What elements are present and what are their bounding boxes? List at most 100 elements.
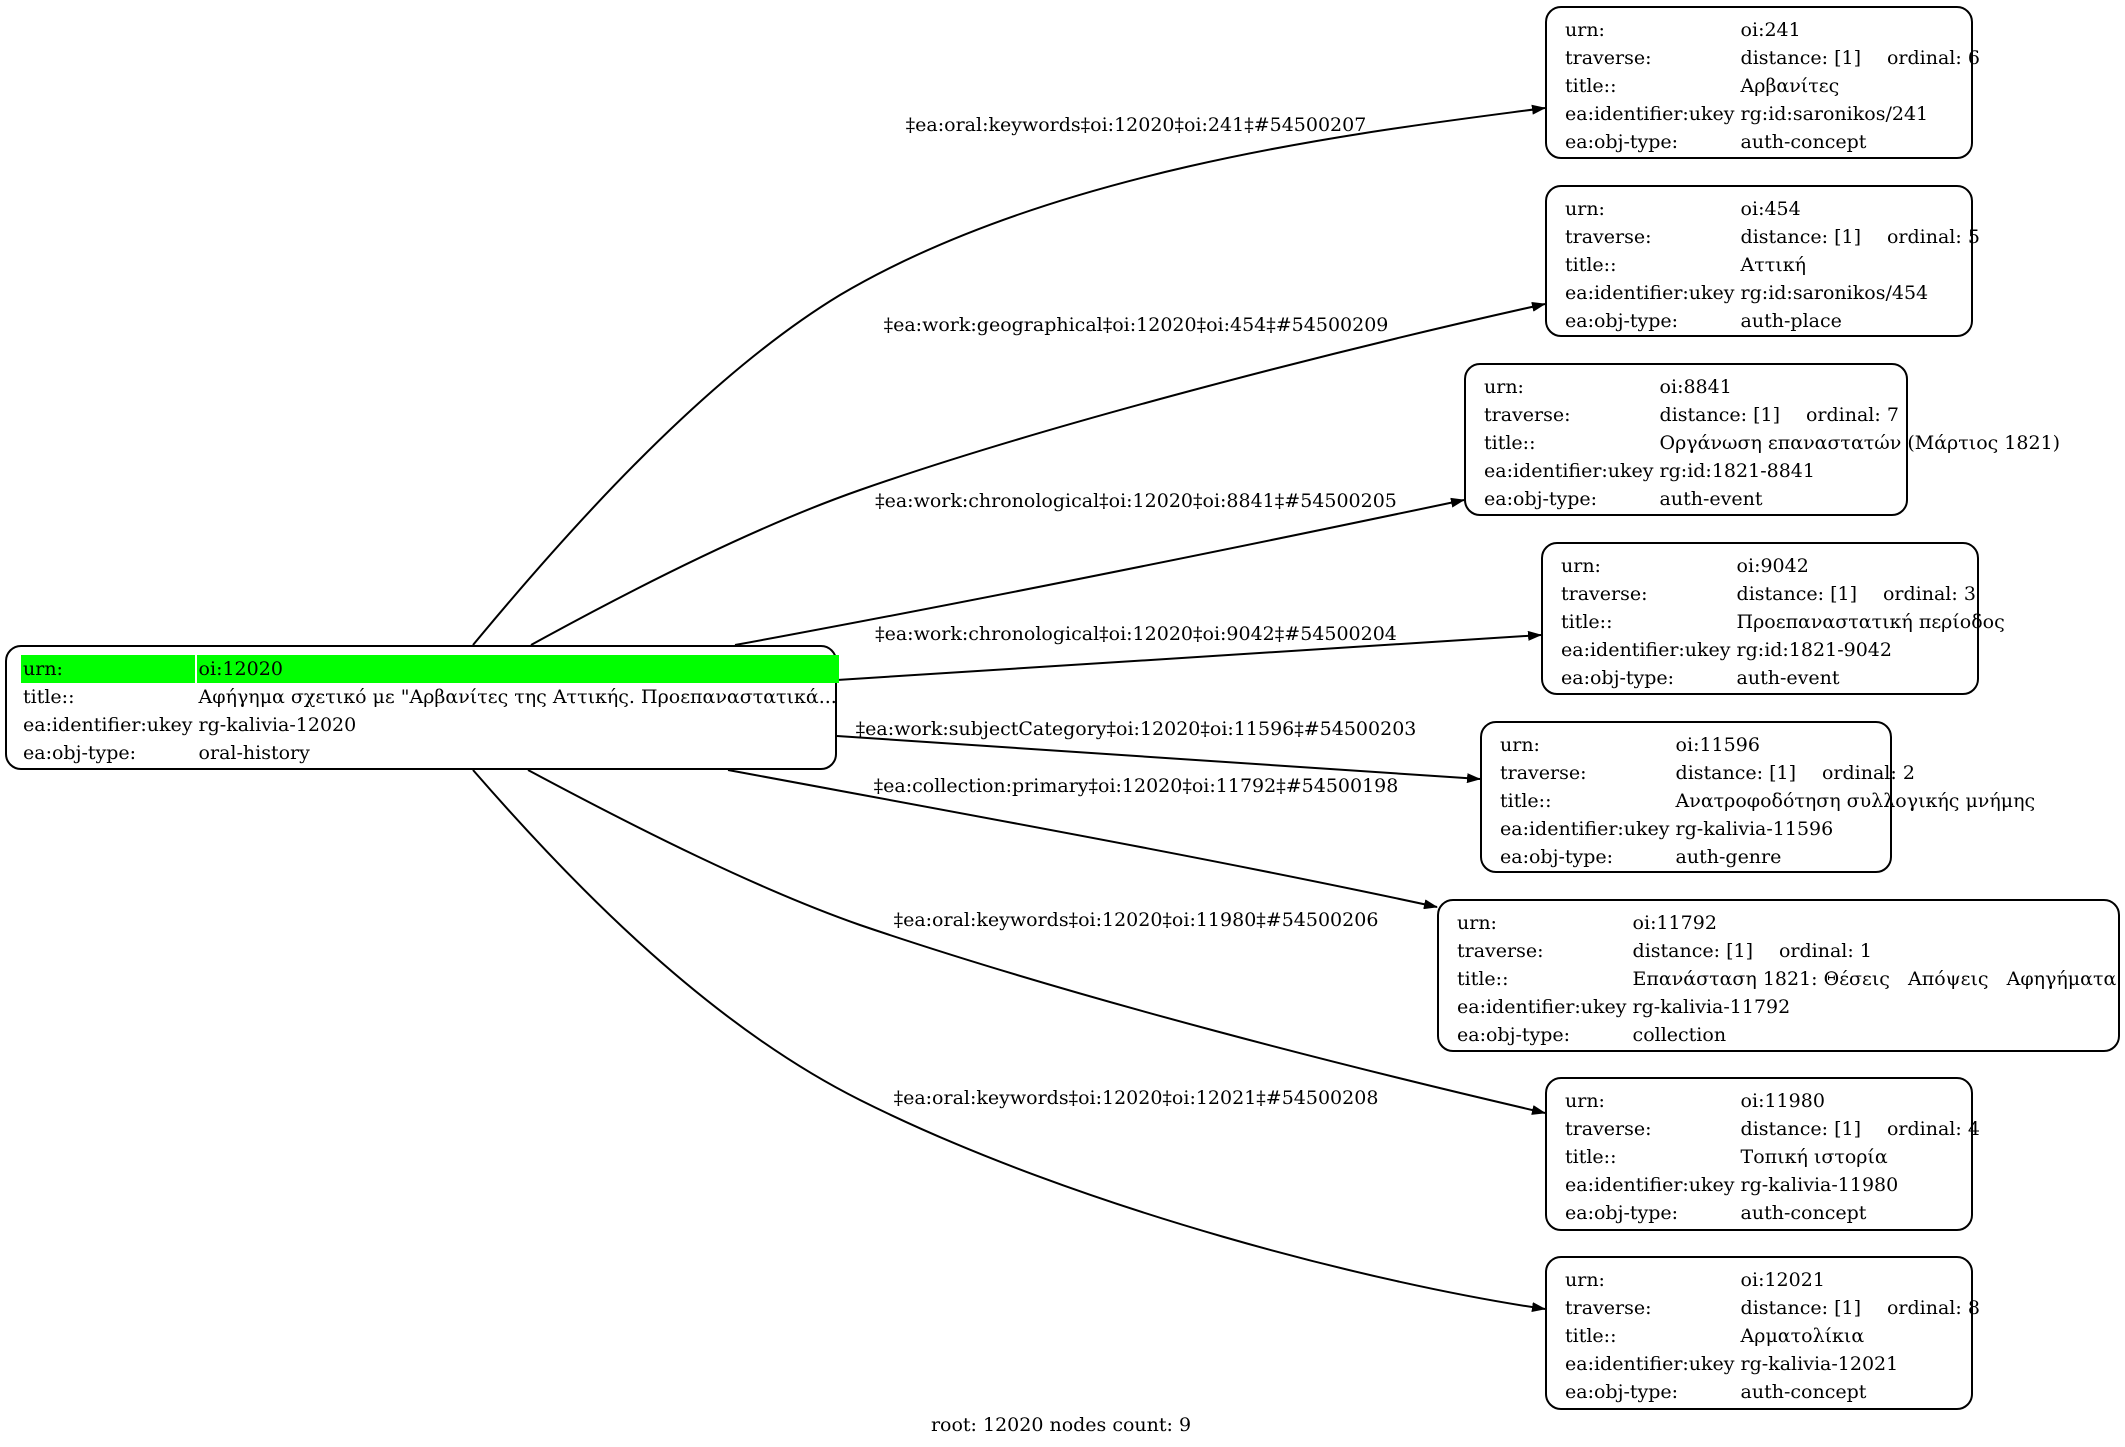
- traverse-key: traverse:: [1457, 940, 1544, 962]
- title-key: title::: [1565, 1146, 1617, 1168]
- node-oi-9042[interactable]: urn:oi:9042 traverse:distance: [1]ordina…: [1541, 542, 2005, 695]
- ordinal-value: ordinal: 3: [1882, 583, 1976, 605]
- row-title: title::Αττική: [1563, 251, 1982, 279]
- urn-value: oi:9042: [1736, 555, 1809, 577]
- distance-value: distance: [1]: [1740, 1297, 1861, 1319]
- urn-value: oi:241: [1740, 19, 1801, 41]
- traverse-value: distance: [1]ordinal: 5: [1739, 223, 1982, 251]
- edge-11792: [727, 769, 1438, 910]
- ordinal-value: ordinal: 8: [1886, 1297, 1980, 1319]
- distance-value: distance: [1]: [1659, 404, 1780, 426]
- traverse-key: traverse:: [1500, 762, 1587, 784]
- ukey-key: ea:identifier:ukey: [1565, 282, 1735, 304]
- distance-value: distance: [1]: [1632, 940, 1753, 962]
- traverse-value: distance: [1] ordinal: 8: [1739, 1294, 1982, 1322]
- graph-footer: root: 12020 nodes count: 9: [930, 1414, 1192, 1436]
- root-ukey-value: rg-kalivia-12020: [198, 714, 357, 736]
- urn-value: oi:11596: [1675, 734, 1760, 756]
- edge-label-11792: ‡ea:collection:primary‡oi:12020‡oi:11792…: [873, 775, 1399, 797]
- ukey-value: rg:id:saronikos/454: [1740, 282, 1929, 304]
- ukey-value: rg:id:1821-9042: [1736, 639, 1892, 661]
- root-title-value: Αφήγημα σχετικό με "Αρβανίτες της Αττική…: [198, 686, 837, 708]
- row-type: ea:obj-type:auth-event: [1559, 664, 2007, 692]
- row-urn: urn:oi:11792: [1455, 909, 2118, 937]
- row-urn: urn:oi:11980: [1563, 1087, 1982, 1115]
- distance-value: distance: [1]: [1740, 47, 1861, 69]
- ordinal-value: ordinal: 6: [1886, 47, 1980, 69]
- row-type: ea:obj-type:auth-place: [1563, 307, 1982, 335]
- ukey-key: ea:identifier:ukey: [1565, 1353, 1735, 1375]
- row-type: ea:obj-type:auth-concept: [1563, 1378, 1982, 1406]
- ukey-value: rg:id:1821-8841: [1659, 460, 1815, 482]
- urn-key: urn:: [1484, 376, 1524, 398]
- traverse-key: traverse:: [1565, 1297, 1652, 1319]
- row-type: ea:obj-type:auth-concept: [1563, 1199, 1982, 1227]
- root-type-value: oral-history: [198, 742, 310, 764]
- node-table: urn: oi:8841 traverse: distance: [1] ordina…: [1480, 373, 2064, 513]
- row-title: title::Επανάσταση 1821: Θέσεις Απόψεις Α…: [1455, 965, 2118, 993]
- type-key: ea:obj-type:: [1500, 846, 1614, 868]
- urn-value: oi:11980: [1740, 1090, 1825, 1112]
- ordinal-value: ordinal: 1: [1778, 940, 1872, 962]
- row-traverse: traverse: distance: [1] ordinal: 7: [1482, 401, 2062, 429]
- type-key: ea:obj-type:: [1565, 310, 1679, 332]
- urn-value: oi:8841: [1659, 376, 1732, 398]
- row-traverse: traverse: distance: [1]ordinal: 5: [1563, 223, 1982, 251]
- urn-key: urn:: [1565, 19, 1605, 41]
- root-row-ukey: ea:identifier:ukey rg-kalivia-12020: [21, 711, 839, 739]
- title-value: Οργάνωση επαναστατών (Μάρτιος 1821): [1659, 432, 2061, 454]
- distance-value: distance: [1]: [1740, 226, 1861, 248]
- node-oi-11596[interactable]: urn:oi:11596 traverse: distance: [1]ordin…: [1480, 721, 2035, 873]
- title-key: title::: [1565, 1325, 1617, 1347]
- root-node-table: urn: oi:12020 title:: Αφήγημα σχετικό με…: [19, 655, 841, 767]
- ukey-value: rg-kalivia-12021: [1740, 1353, 1899, 1375]
- row-type: ea:obj-type:auth-concept: [1563, 128, 1982, 156]
- row-title: title::Τοπική ιστορία: [1563, 1143, 1982, 1171]
- distance-value: distance: [1]: [1675, 762, 1796, 784]
- row-title: title::Προεπαναστατική περίοδος: [1559, 608, 2007, 636]
- edge-241: [472, 104, 1546, 646]
- title-value: Αρματολίκια: [1740, 1325, 1865, 1347]
- distance-value: distance: [1]: [1736, 583, 1857, 605]
- traverse-key: traverse:: [1565, 226, 1652, 248]
- row-traverse: traverse: distance: [1]ordinal: 4: [1563, 1115, 1982, 1143]
- title-key: title::: [1561, 611, 1613, 633]
- title-value: Ανατροφοδότηση συλλογικής μνήμης: [1675, 790, 2036, 812]
- row-title: title::Αρβανίτες: [1563, 72, 1982, 100]
- row-urn: urn:oi:11596: [1498, 731, 2037, 759]
- ukey-value: rg-kalivia-11980: [1740, 1174, 1899, 1196]
- node-oi-12021[interactable]: urn:oi:12021 traverse:distance: [1]ordin…: [1545, 1256, 1980, 1410]
- ordinal-value: ordinal: 4: [1886, 1118, 1980, 1140]
- root-row-title: title:: Αφήγημα σχετικό με "Αρβανίτες τη…: [21, 683, 839, 711]
- node-oi-11792[interactable]: urn:oi:11792 traverse: distance: [1] ordin…: [1437, 899, 2120, 1052]
- edge-9042: [836, 630, 1542, 681]
- row-title: title::Οργάνωση επαναστατών (Μάρτιος 182…: [1482, 429, 2062, 457]
- node-oi-8841[interactable]: urn: oi:8841 traverse: distance: [1] ordina…: [1464, 363, 2060, 516]
- traverse-key: traverse:: [1565, 1118, 1652, 1140]
- title-key: title::: [1565, 254, 1617, 276]
- node-oi-11980[interactable]: urn:oi:11980 traverse: distance: [1]ordin…: [1545, 1077, 1980, 1231]
- traverse-value: distance: [1] ordinal: 1: [1631, 937, 2119, 965]
- type-value: auth-concept: [1740, 1381, 1867, 1403]
- node-table: urn:oi:11980 traverse: distance: [1]ordin…: [1561, 1087, 1984, 1227]
- node-oi-454[interactable]: urn:oi:454 traverse:distance: [1]ordinal…: [1545, 185, 1980, 337]
- edge-label-9042: ‡ea:work:chronological‡oi:12020‡oi:9042‡…: [875, 623, 1397, 645]
- type-value: auth-genre: [1675, 846, 1782, 868]
- row-traverse: traverse: distance: [1] ordinal: 1: [1455, 937, 2118, 965]
- node-table: urn:oi:11596 traverse: distance: [1]ordin…: [1496, 731, 2039, 871]
- type-value: auth-event: [1659, 488, 1763, 510]
- traverse-value: distance: [1]ordinal: 4: [1739, 1115, 1982, 1143]
- traverse-key: traverse:: [1565, 47, 1652, 69]
- traverse-key: traverse:: [1484, 404, 1571, 426]
- node-oi-241[interactable]: urn: oi:241 traverse: distance: [1] ordinal…: [1545, 6, 1980, 159]
- root-node[interactable]: urn: oi:12020 title:: Αφήγημα σχετικό με…: [5, 645, 839, 770]
- traverse-key: traverse:: [1561, 583, 1648, 605]
- type-key: ea:obj-type:: [1561, 667, 1675, 689]
- traverse-value: distance: [1]ordinal: 2: [1674, 759, 2038, 787]
- root-type-key: ea:obj-type:: [23, 742, 137, 764]
- edge-label-454: ‡ea:work:geographical‡oi:12020‡oi:454‡#5…: [883, 314, 1389, 336]
- ordinal-value: ordinal: 7: [1805, 404, 1899, 426]
- type-value: auth-concept: [1740, 131, 1867, 153]
